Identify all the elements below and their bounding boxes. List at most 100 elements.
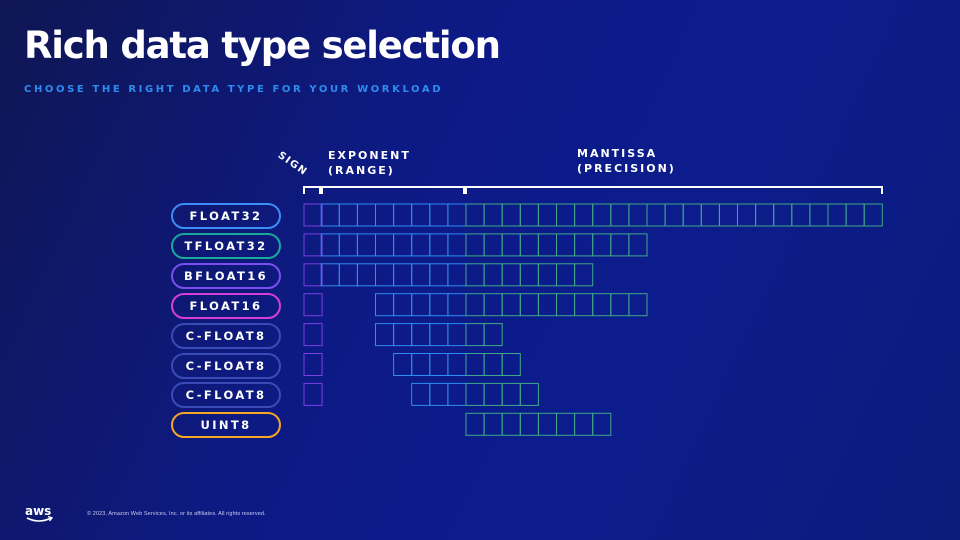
mantissa-bit: [556, 293, 576, 317]
mantissa-bit: [574, 412, 594, 436]
exponent-bit: [356, 233, 376, 257]
aws-logo-text: aws: [25, 504, 51, 518]
mantissa-bit: [610, 293, 630, 317]
exponent-bit: [320, 203, 340, 227]
mantissa-bit: [501, 203, 521, 227]
exponent-bit: [447, 293, 467, 317]
slide-title: Rich data type selection: [24, 24, 501, 67]
exponent-bit: [393, 353, 413, 376]
data-type-pill: FLOAT32: [171, 203, 281, 229]
mantissa-bit: [592, 203, 612, 227]
sign-bit: [303, 233, 323, 257]
mantissa-bit: [501, 412, 521, 436]
mantissa-bit: [791, 203, 811, 227]
mantissa-bit: [574, 293, 594, 317]
mantissa-bit: [483, 323, 503, 347]
mantissa-bit: [592, 233, 612, 257]
sign-bit: [303, 323, 323, 347]
mantissa-bit: [682, 203, 702, 227]
mantissa-bit: [501, 293, 521, 317]
exponent-header-line2: (RANGE): [328, 164, 395, 177]
slide-subtitle: CHOOSE THE RIGHT DATA TYPE FOR YOUR WORK…: [24, 84, 444, 95]
exponent-bit: [429, 382, 449, 406]
mantissa-bit: [465, 203, 485, 227]
mantissa-bit: [646, 203, 666, 227]
exponent-bit: [356, 263, 376, 287]
mantissa-bit: [537, 203, 558, 227]
data-type-pill: UINT8: [171, 412, 281, 439]
exponent-bit: [411, 353, 431, 376]
mantissa-bit: [628, 203, 648, 227]
exponent-bit: [320, 233, 340, 257]
mantissa-bit: [483, 233, 503, 257]
exponent-bit: [375, 323, 395, 347]
mantissa-bit: [537, 412, 558, 436]
mantissa-header-line1: MANTISSA: [577, 147, 658, 160]
mantissa-bit: [465, 233, 485, 257]
exponent-bit: [393, 233, 413, 257]
exponent-bit: [411, 203, 431, 227]
mantissa-bit: [537, 233, 558, 257]
mantissa-bit: [501, 382, 521, 406]
mantissa-bit: [628, 233, 648, 257]
mantissa-bit: [483, 382, 503, 406]
exponent-header-line1: EXPONENT: [328, 149, 411, 162]
exponent-bit: [338, 263, 358, 287]
mantissa-bit: [465, 353, 485, 376]
exponent-bit: [447, 233, 467, 257]
exponent-bit: [338, 203, 358, 227]
mantissa-bit: [664, 203, 684, 227]
mantissa-bit: [519, 293, 539, 317]
mantissa-bit: [519, 203, 539, 227]
exponent-bit: [429, 353, 449, 376]
mantissa-bit: [700, 203, 720, 227]
mantissa-bit: [610, 203, 630, 227]
exponent-bit: [411, 382, 431, 406]
data-type-pill: C-FLOAT8: [171, 322, 281, 349]
mantissa-bit: [610, 233, 630, 257]
mantissa-bit: [737, 203, 757, 227]
data-type-pill: TFLOAT32: [171, 232, 281, 259]
exponent-bit: [356, 203, 376, 227]
mantissa-bit: [465, 263, 485, 287]
mantissa-bit: [592, 293, 612, 317]
exponent-header: EXPONENT (RANGE): [328, 148, 411, 178]
exponent-bit: [447, 263, 467, 287]
mantissa-bit: [556, 233, 576, 257]
exponent-bit: [338, 233, 358, 257]
exponent-bit: [429, 263, 449, 287]
mantissa-header-line2: (PRECISION): [577, 162, 676, 175]
exponent-bit: [393, 293, 413, 317]
mantissa-bit: [592, 412, 612, 436]
mantissa-bracket: [465, 186, 883, 194]
exponent-bit: [447, 323, 467, 347]
sign-bracket: [303, 186, 321, 194]
exponent-bit: [447, 382, 467, 406]
exponent-bit: [393, 323, 413, 347]
sign-bit: [303, 382, 323, 406]
mantissa-bit: [755, 203, 775, 227]
exponent-bit: [320, 263, 340, 287]
mantissa-bit: [501, 353, 521, 376]
mantissa-bit: [537, 263, 558, 287]
exponent-bit: [393, 203, 413, 227]
sign-bit: [303, 263, 323, 287]
mantissa-bit: [718, 203, 739, 227]
exponent-bit: [375, 233, 395, 257]
mantissa-bit: [628, 293, 648, 317]
exponent-bit: [411, 323, 431, 347]
mantissa-bit: [845, 203, 865, 227]
exponent-bit: [447, 353, 467, 376]
mantissa-bit: [574, 263, 594, 287]
exponent-bit: [447, 203, 467, 227]
sign-bit: [303, 293, 323, 317]
exponent-bit: [411, 233, 431, 257]
mantissa-bit: [483, 203, 503, 227]
aws-logo-icon: aws: [25, 504, 54, 522]
mantissa-bit: [574, 203, 594, 227]
exponent-bit: [429, 323, 449, 347]
mantissa-bit: [501, 233, 521, 257]
